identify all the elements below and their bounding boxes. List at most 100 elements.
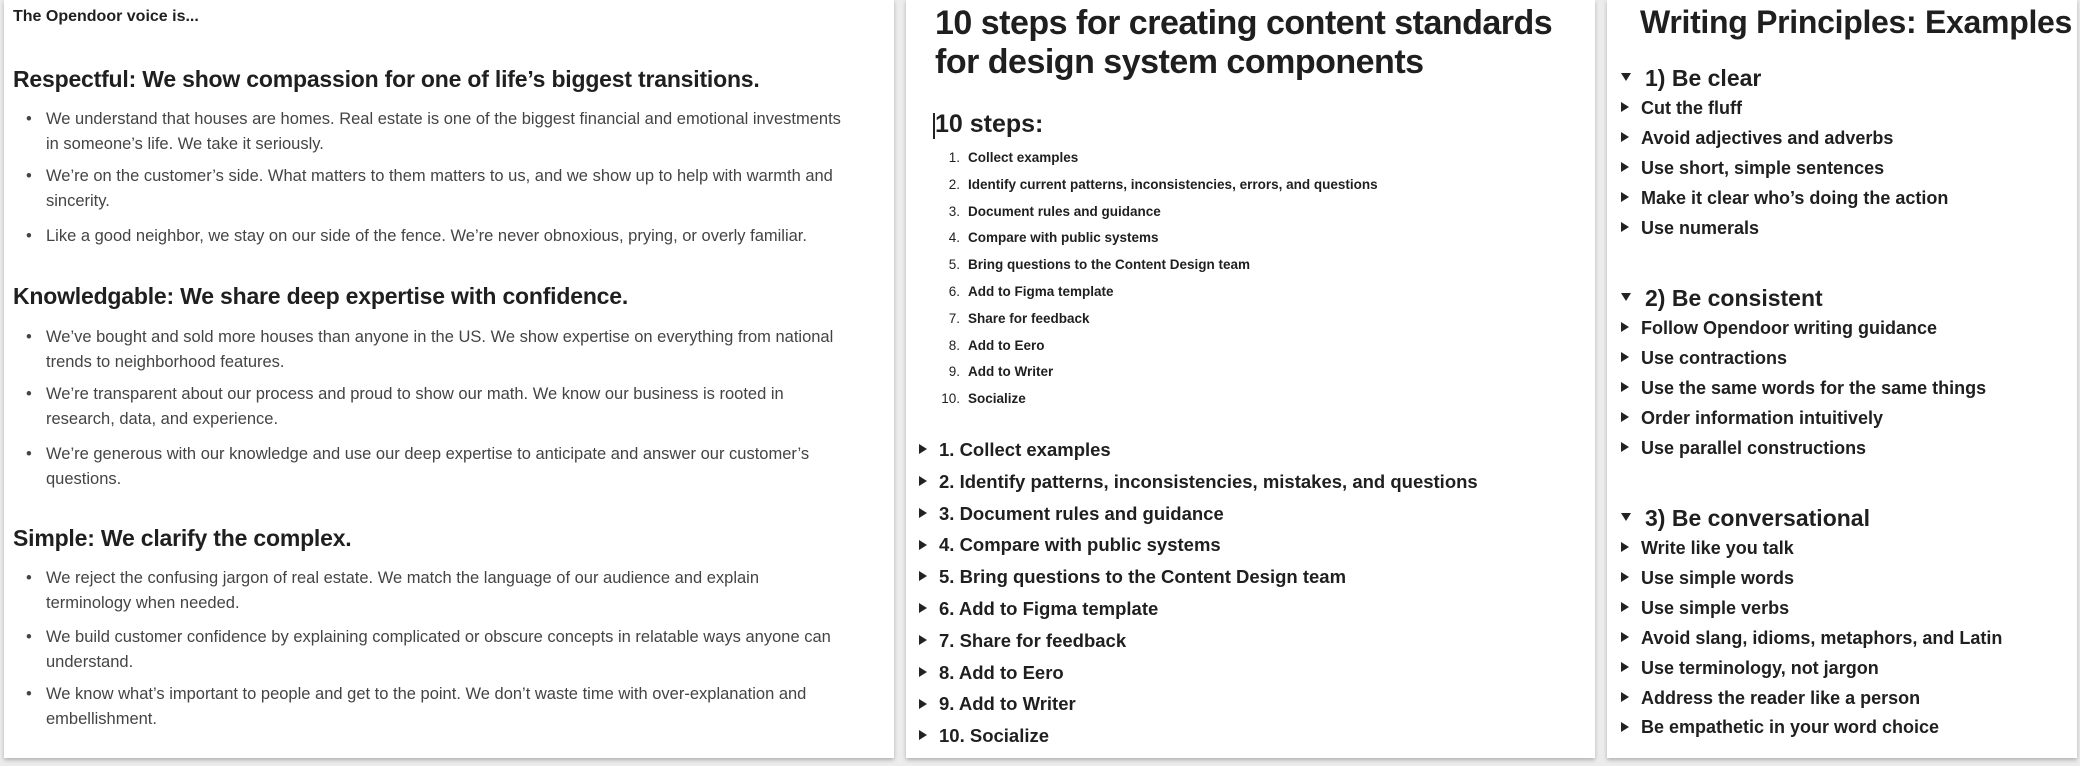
toggle-item-text: Use simple words	[1641, 567, 1795, 588]
step-number: 5.	[948, 257, 960, 273]
step-text: Identify current patterns, inconsistenci…	[968, 176, 1378, 192]
toggle-item[interactable]: Use simple verbs	[1621, 598, 1789, 619]
toggle-text: 8. Add to Eero	[939, 661, 1064, 683]
toggle-collapsed-icon	[1621, 102, 1629, 113]
toggle-collapsed-icon	[919, 634, 927, 645]
toggle-section-heading[interactable]: 3) Be conversational	[1621, 505, 1870, 532]
toggle-item[interactable]: Make it clear who’s doing the action	[1621, 188, 1948, 209]
toggle-item[interactable]: Use numerals	[1621, 218, 1759, 239]
toggle-section-heading[interactable]: 2) Be consistent	[1621, 285, 1823, 312]
toggle-collapsed-icon	[1621, 322, 1629, 333]
bullet-icon: •	[26, 445, 32, 463]
section-heading: Knowledgable: We share deep expertise wi…	[13, 283, 629, 309]
step-number: 9.	[948, 364, 960, 380]
page-title: 10 steps for creating content standards …	[935, 4, 1553, 81]
toggle-item[interactable]: Order information intuitively	[1621, 408, 1883, 429]
bullet-item: •We reject the confusing jargon of real …	[26, 566, 846, 616]
toggle-item-text: Cut the fluff	[1641, 98, 1742, 118]
toggle-step[interactable]: 8. Add to Eero	[919, 662, 1064, 684]
bullet-icon: •	[26, 328, 32, 346]
toggle-step[interactable]: 10. Socialize	[919, 725, 1049, 747]
toggle-collapsed-icon	[919, 571, 927, 582]
toggle-item[interactable]: Use the same words for the same things	[1621, 378, 1986, 399]
numbered-step: 4.Compare with public systems	[936, 230, 1159, 245]
section-heading-text: 1) Be clear	[1645, 65, 1762, 91]
toggle-step[interactable]: 9. Add to Writer	[919, 693, 1076, 715]
toggle-expanded-icon	[1621, 512, 1631, 521]
toggle-step[interactable]: 1. Collect examples	[919, 439, 1111, 461]
bullet-icon: •	[26, 385, 32, 403]
toggle-text: 6. Add to Figma template	[939, 598, 1159, 619]
bullet-text: We understand that houses are homes. Rea…	[46, 110, 841, 153]
toggle-item[interactable]: Use simple words	[1621, 568, 1794, 589]
bullet-item: •We understand that houses are homes. Re…	[26, 107, 846, 157]
bullet-item: •We know what’s important to people and …	[26, 682, 846, 732]
toggle-text: 9. Add to Writer	[939, 693, 1076, 715]
toggle-item[interactable]: Use contractions	[1621, 348, 1787, 369]
numbered-step: 6.Add to Figma template	[936, 284, 1114, 299]
toggle-step[interactable]: 7. Share for feedback	[919, 630, 1126, 652]
toggle-collapsed-icon	[1621, 382, 1629, 393]
step-number: 1.	[948, 150, 960, 165]
steps-heading[interactable]: 10 steps:	[933, 110, 1043, 139]
toggle-item[interactable]: Follow Opendoor writing guidance	[1621, 318, 1937, 339]
bullet-item: •We’ve bought and sold more houses than …	[26, 325, 846, 375]
bullet-text: We reject the confusing jargon of real e…	[46, 569, 760, 612]
toggle-step[interactable]: 5. Bring questions to the Content Design…	[919, 566, 1346, 588]
toggle-collapsed-icon	[919, 475, 927, 486]
toggle-item-text: Address the reader like a person	[1641, 687, 1921, 708]
toggle-item[interactable]: Use terminology, not jargon	[1621, 658, 1879, 679]
toggle-collapsed-icon	[919, 444, 927, 455]
step-text: Add to Writer	[968, 364, 1054, 380]
toggle-step[interactable]: 4. Compare with public systems	[919, 534, 1221, 556]
step-text: Bring questions to the Content Design te…	[968, 257, 1251, 273]
bullet-text: We build customer confidence by explaini…	[46, 628, 831, 671]
toggle-collapsed-icon	[1621, 691, 1629, 702]
bullet-text: Like a good neighbor, we stay on our sid…	[46, 227, 807, 245]
numbered-step: 7.Share for feedback	[936, 311, 1090, 326]
intro-text: The Opendoor voice is...	[13, 8, 199, 25]
toggle-collapsed-icon	[1621, 221, 1629, 232]
toggle-item[interactable]: Write like you talk	[1621, 538, 1794, 559]
toggle-text: 4. Compare with public systems	[939, 534, 1221, 556]
bullet-text: We’re generous with our knowledge and us…	[46, 445, 810, 488]
toggle-item-text: Avoid slang, idioms, metaphors, and Lati…	[1641, 627, 2003, 648]
step-number: 2.	[948, 176, 960, 192]
toggle-item[interactable]: Avoid slang, idioms, metaphors, and Lati…	[1621, 628, 2002, 649]
step-text: Add to Figma template	[968, 284, 1114, 299]
step-text: Compare with public systems	[968, 230, 1159, 246]
toggle-text: 3. Document rules and guidance	[939, 502, 1224, 524]
toggle-section-heading[interactable]: 1) Be clear	[1621, 65, 1761, 92]
step-text: Socialize	[968, 391, 1026, 407]
toggle-item[interactable]: Use parallel constructions	[1621, 438, 1866, 459]
toggle-item[interactable]: Address the reader like a person	[1621, 688, 1920, 709]
toggle-item[interactable]: Avoid adjectives and adverbs	[1621, 128, 1893, 149]
toggle-item-text: Use parallel constructions	[1641, 437, 1867, 458]
toggle-step[interactable]: 3. Document rules and guidance	[919, 503, 1224, 525]
bullet-item: •We’re transparent about our process and…	[26, 382, 846, 432]
numbered-step: 1. Collect examples	[936, 150, 1079, 165]
toggle-collapsed-icon	[1621, 441, 1629, 452]
toggle-expanded-icon	[1621, 72, 1631, 81]
toggle-step[interactable]: 6. Add to Figma template	[919, 598, 1158, 620]
toggle-collapsed-icon	[919, 666, 927, 677]
toggle-collapsed-icon	[1621, 162, 1629, 173]
toggle-item[interactable]: Be empathetic in your word choice	[1621, 717, 1939, 738]
step-text: Collect examples	[968, 150, 1079, 165]
numbered-step: 10.Socialize	[936, 391, 1026, 406]
toggle-collapsed-icon	[919, 730, 927, 741]
step-number: 3.	[948, 203, 960, 219]
bullet-item: •We’re on the customer’s side. What matt…	[26, 164, 846, 214]
toggle-text: 10. Socialize	[939, 725, 1050, 747]
toggle-step[interactable]: 2. Identify patterns, inconsistencies, m…	[919, 471, 1478, 493]
toggle-collapsed-icon	[1621, 572, 1629, 583]
toggle-text: 1. Collect examples	[939, 439, 1111, 460]
toggle-item[interactable]: Use short, simple sentences	[1621, 158, 1884, 179]
toggle-text: 2. Identify patterns, inconsistencies, m…	[939, 470, 1478, 492]
bullet-item: •We build customer confidence by explain…	[26, 625, 846, 675]
bullet-icon: •	[26, 685, 32, 703]
section-heading: Simple: We clarify the complex.	[13, 525, 352, 551]
toggle-item-text: Make it clear who’s doing the action	[1641, 187, 1949, 208]
toggle-item-text: Follow Opendoor writing guidance	[1641, 318, 1937, 338]
toggle-item[interactable]: Cut the fluff	[1621, 98, 1742, 119]
